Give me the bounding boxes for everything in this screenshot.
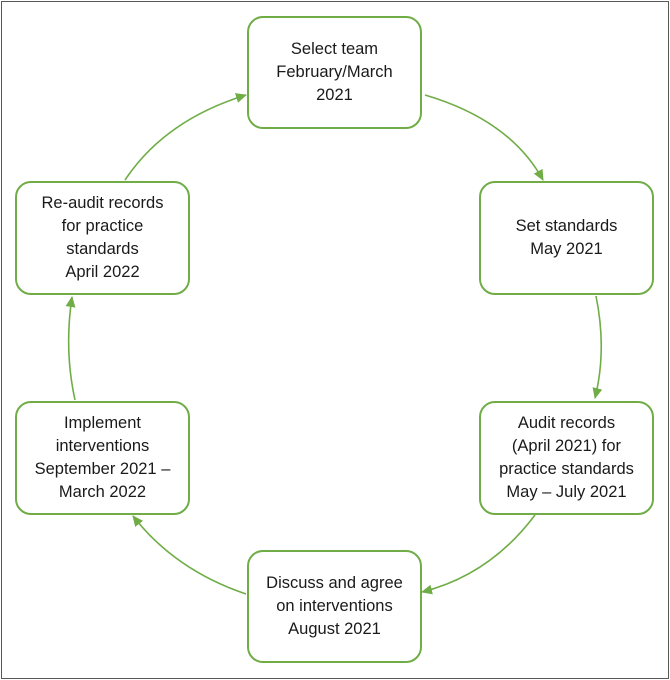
- step-implement-interventions: Implement interventions September 2021 –…: [15, 401, 190, 515]
- step-text-line: Implement: [63, 414, 141, 432]
- step-text-line: (April 2021) for: [511, 437, 622, 455]
- step-set-standards: Set standards May 2021: [479, 181, 654, 295]
- step-text-line: May – July 2021: [506, 483, 627, 501]
- arrow-select-to-set: [424, 94, 544, 181]
- step-text-line: Re-audit records: [41, 194, 164, 212]
- step-reaudit-records: Re-audit records for practice standards …: [15, 181, 190, 295]
- step-text-line: February/March: [276, 63, 393, 81]
- arrow-discuss-to-implement: [132, 515, 247, 595]
- step-text-line: March 2022: [58, 483, 147, 501]
- step-text-line: Select team: [290, 40, 379, 58]
- arrow-audit-to-discuss: [421, 514, 536, 595]
- step-text-line: September 2021 –: [34, 460, 171, 478]
- step-select-team: Select team February/March 2021: [247, 16, 422, 129]
- step-text-line: April 2022: [65, 263, 140, 281]
- step-discuss-agree: Discuss and agree on interventions Augus…: [247, 550, 422, 663]
- arrow-implement-to-reaudit: [65, 296, 76, 401]
- step-text-line: interventions: [55, 437, 150, 455]
- arrow-set-to-audit: [592, 295, 603, 399]
- step-text-line: Set standards: [515, 217, 618, 235]
- step-text-line: for practice: [61, 217, 144, 235]
- step-text-line: practice standards: [499, 460, 634, 478]
- arrow-reaudit-to-select: [124, 93, 247, 181]
- step-text-line: 2021: [316, 86, 353, 104]
- step-text-line: standards: [66, 240, 139, 258]
- step-text-line: on interventions: [276, 597, 393, 615]
- step-text-line: August 2021: [288, 620, 381, 638]
- step-audit-records: Audit records (April 2021) for practice …: [479, 401, 654, 515]
- step-text-line: May 2021: [530, 240, 603, 258]
- step-text-line: Audit records: [517, 414, 616, 432]
- step-text-line: Discuss and agree: [266, 574, 403, 592]
